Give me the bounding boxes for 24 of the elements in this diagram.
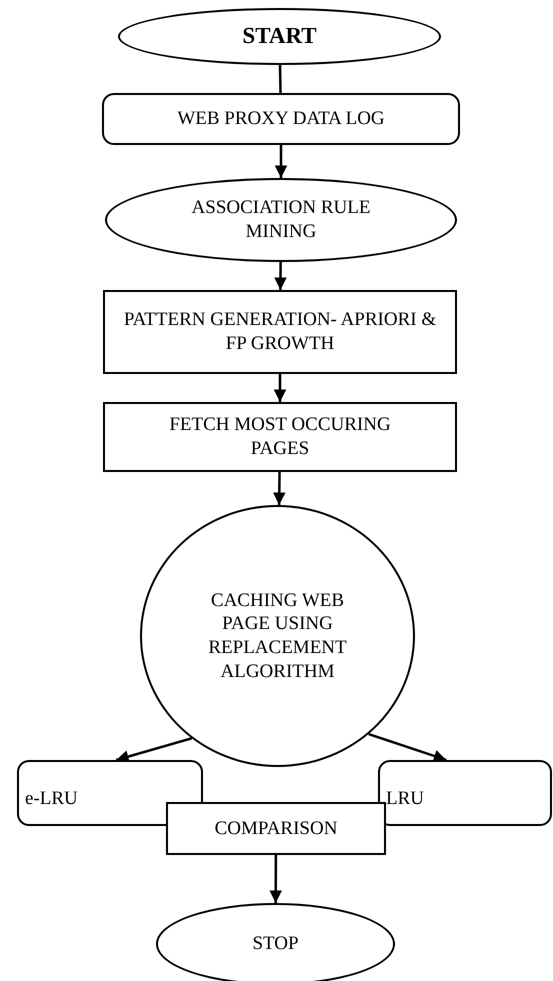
node-label: e-LRU [24,787,79,811]
connector-line [278,64,282,94]
result-box [378,760,552,826]
arrow [273,472,286,506]
node-label: STOP [251,932,300,956]
arrow [274,262,287,290]
node-label: WEB PROXY DATA LOG [176,107,386,131]
node-label: ASSOCIATION RULE MINING [190,196,372,244]
node-label: START [241,22,318,50]
node-label: FETCH MOST OCCURING PAGES [168,413,392,461]
node-label: PATTERN GENERATION- APRIORI & FP GROWTH [122,308,438,356]
node-label: CACHING WEB PAGE USING REPLACEMENT ALGORITHM [207,588,348,684]
process-box [166,802,386,855]
arrow [274,374,286,402]
node-label: LRU [385,787,425,811]
arrow [368,732,447,762]
result-box [17,760,203,826]
arrow [116,737,192,763]
node-label: COMPARISON [214,816,338,840]
arrow [274,145,288,178]
process-box [102,93,460,145]
arrow [269,855,282,903]
process-box [103,402,457,472]
process-box [103,290,457,374]
